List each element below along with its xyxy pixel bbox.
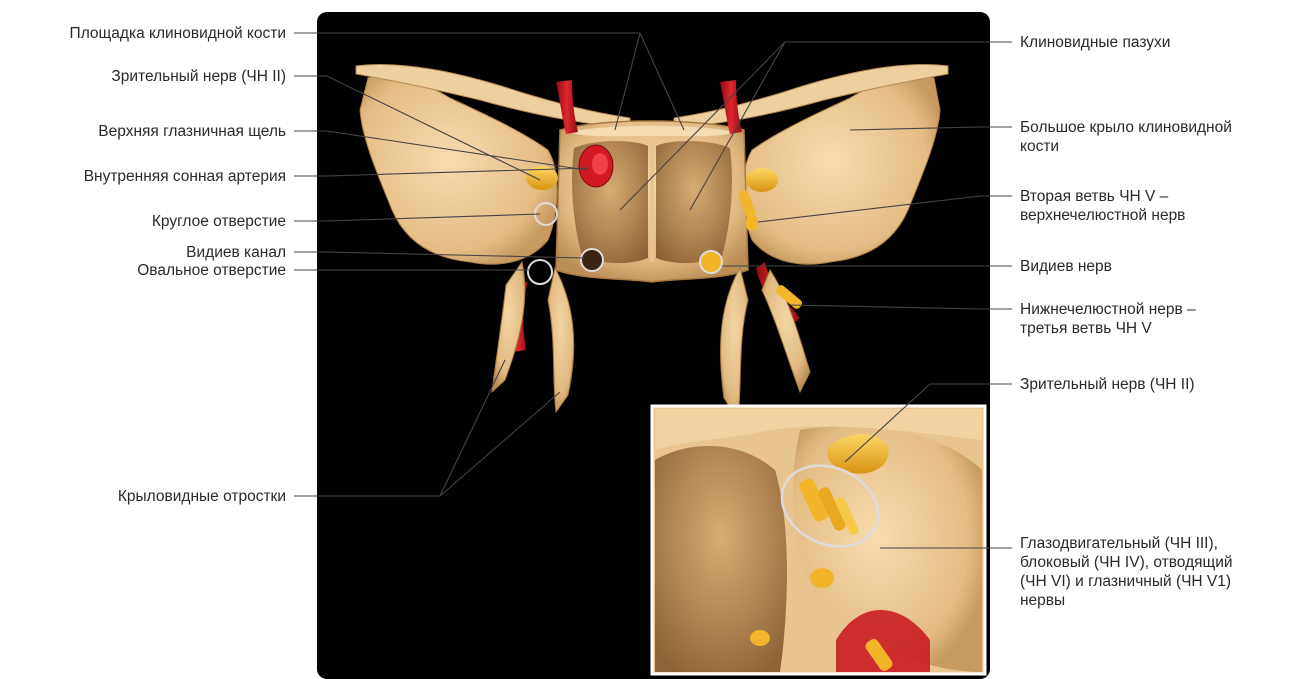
vidian-nerve-marker: [700, 251, 722, 273]
label-mandibular-nerve-1: Нижнечелюстной нерв –: [1020, 301, 1196, 318]
left-labels: Площадка клиновидной кости Зрительный не…: [70, 25, 286, 505]
label-orbit-nerves-1: Глазодвигательный (ЧН III),: [1020, 535, 1218, 552]
label-greater-wing-2: кости: [1020, 138, 1059, 155]
label-sphenoid-platform: Площадка клиновидной кости: [70, 25, 286, 42]
label-internal-carotid-artery: Внутренняя сонная артерия: [84, 168, 286, 185]
label-orbit-nerves-4: нервы: [1020, 592, 1065, 609]
label-foramen-ovale: Овальное отверстие: [137, 262, 286, 279]
right-optic-nerve: [746, 168, 778, 192]
right-labels: Клиновидные пазухи Большое крыло клинови…: [1020, 34, 1233, 609]
label-optic-nerve: Зрительный нерв (ЧН II): [111, 68, 286, 85]
label-orbit-nerves-2: блоковый (ЧН IV), отводящий: [1020, 554, 1233, 571]
inset-detail: [652, 406, 985, 674]
label-vidian-canal: Видиев канал: [186, 244, 286, 261]
maxillary-nerve-stub: [746, 216, 758, 230]
label-maxillary-nerve-1: Вторая ветвь ЧН V –: [1020, 188, 1169, 205]
label-orbit-nerves-3: (ЧН VI) и глазничный (ЧН V1): [1020, 573, 1231, 590]
label-sphenoid-sinuses: Клиновидные пазухи: [1020, 34, 1170, 51]
label-superior-orbital-fissure: Верхняя глазничная щель: [98, 123, 286, 140]
label-foramen-rotundum: Круглое отверстие: [152, 213, 286, 230]
label-pterygoid-processes: Крыловидные отростки: [118, 488, 286, 505]
label-vidian-nerve: Видиев нерв: [1020, 258, 1112, 275]
label-greater-wing-1: Большое крыло клиновидной: [1020, 119, 1232, 136]
label-mandibular-nerve-2: третья ветвь ЧН V: [1020, 320, 1152, 337]
label-maxillary-nerve-2: верхнечелюстной нерв: [1020, 207, 1185, 224]
label-optic-nerve-inset: Зрительный нерв (ЧН II): [1020, 376, 1195, 393]
vidian-canal-marker: [581, 249, 603, 271]
